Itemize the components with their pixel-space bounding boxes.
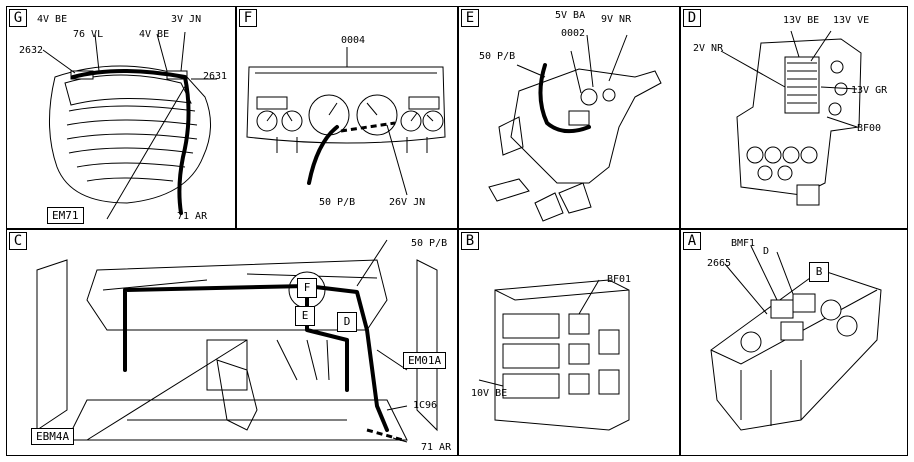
panel-b: B BF01 10V BE <box>458 229 680 456</box>
panel-a: A BMF1 D 2665 B <box>680 229 908 456</box>
panel-d: D 13V BE 13V VE 2V NR 13V GR BF00 <box>680 6 908 229</box>
callout-f: F <box>297 278 317 298</box>
label-10v-be: 10V BE <box>471 388 508 399</box>
label-1c96: 1C96 <box>413 400 438 411</box>
label-2v-nr: 2V NR <box>693 43 724 54</box>
label-2665: 2665 <box>707 258 732 269</box>
label-50-pb: 50 P/B <box>319 197 356 208</box>
label-4v-be-right: 4V BE <box>139 29 170 40</box>
panel-letter-f: F <box>239 9 257 27</box>
panel-e: E 5V BA 9V NR 0002 50 P/B <box>458 6 680 229</box>
panel-letter-c: C <box>9 232 27 250</box>
panel-letter-g: G <box>9 9 27 27</box>
label-9v-nr: 9V NR <box>601 14 632 25</box>
label-4v-be-left: 4V BE <box>37 14 68 25</box>
label-13v-be: 13V BE <box>783 15 820 26</box>
pedal-assembly-drawing <box>488 34 662 222</box>
label-13v-gr: 13V GR <box>851 85 888 96</box>
label-76-vl: 76 VL <box>73 29 104 40</box>
label-71-ar-c: 71 AR <box>421 442 452 453</box>
label-71-ar: 71 AR <box>177 211 208 222</box>
tailgate-drawing <box>42 31 217 220</box>
instrument-cluster-drawing <box>246 47 446 196</box>
callout-e: E <box>295 306 315 326</box>
callout-b: B <box>809 262 829 282</box>
label-0002: 0002 <box>561 28 586 39</box>
panel-letter-d: D <box>683 9 701 27</box>
panel-g: G 4V BE 76 VL 4V BE 3V JN 2632 2631 71 A… <box>6 6 236 229</box>
fuse-box-drawing <box>720 30 862 206</box>
label-50-pb-c: 50 P/B <box>411 238 448 249</box>
label-bf00: BF00 <box>857 123 882 134</box>
box-em71: EM71 <box>47 207 84 224</box>
connector-block-drawing <box>478 279 630 431</box>
label-0004: 0004 <box>341 35 366 46</box>
box-ebm4a: EBM4A <box>31 428 75 445</box>
panel-c: C 50 P/B 1C96 71 AR EM01A EBM4A F E D <box>6 229 458 456</box>
label-13v-ve: 13V VE <box>833 15 870 26</box>
callout-d: D <box>337 312 357 332</box>
label-26v-jn: 26V JN <box>389 197 426 208</box>
relay-box-drawing <box>710 245 882 431</box>
label-5v-ba: 5V BA <box>555 10 586 21</box>
dashboard-interior-drawing <box>36 239 438 443</box>
label-50-pb-e: 50 P/B <box>479 51 516 62</box>
label-3v-jn: 3V JN <box>171 14 202 25</box>
label-2631: 2631 <box>203 71 228 82</box>
box-em01a: EM01A <box>403 352 447 369</box>
label-d: D <box>763 246 770 257</box>
label-2632: 2632 <box>19 45 44 56</box>
label-bf01: BF01 <box>607 274 632 285</box>
label-bmf1: BMF1 <box>731 238 756 249</box>
panel-f: F 0004 50 P/B 26V JN <box>236 6 458 229</box>
panel-letter-e: E <box>461 9 479 27</box>
panel-letter-a: A <box>683 232 701 250</box>
panel-letter-b: B <box>461 232 479 250</box>
